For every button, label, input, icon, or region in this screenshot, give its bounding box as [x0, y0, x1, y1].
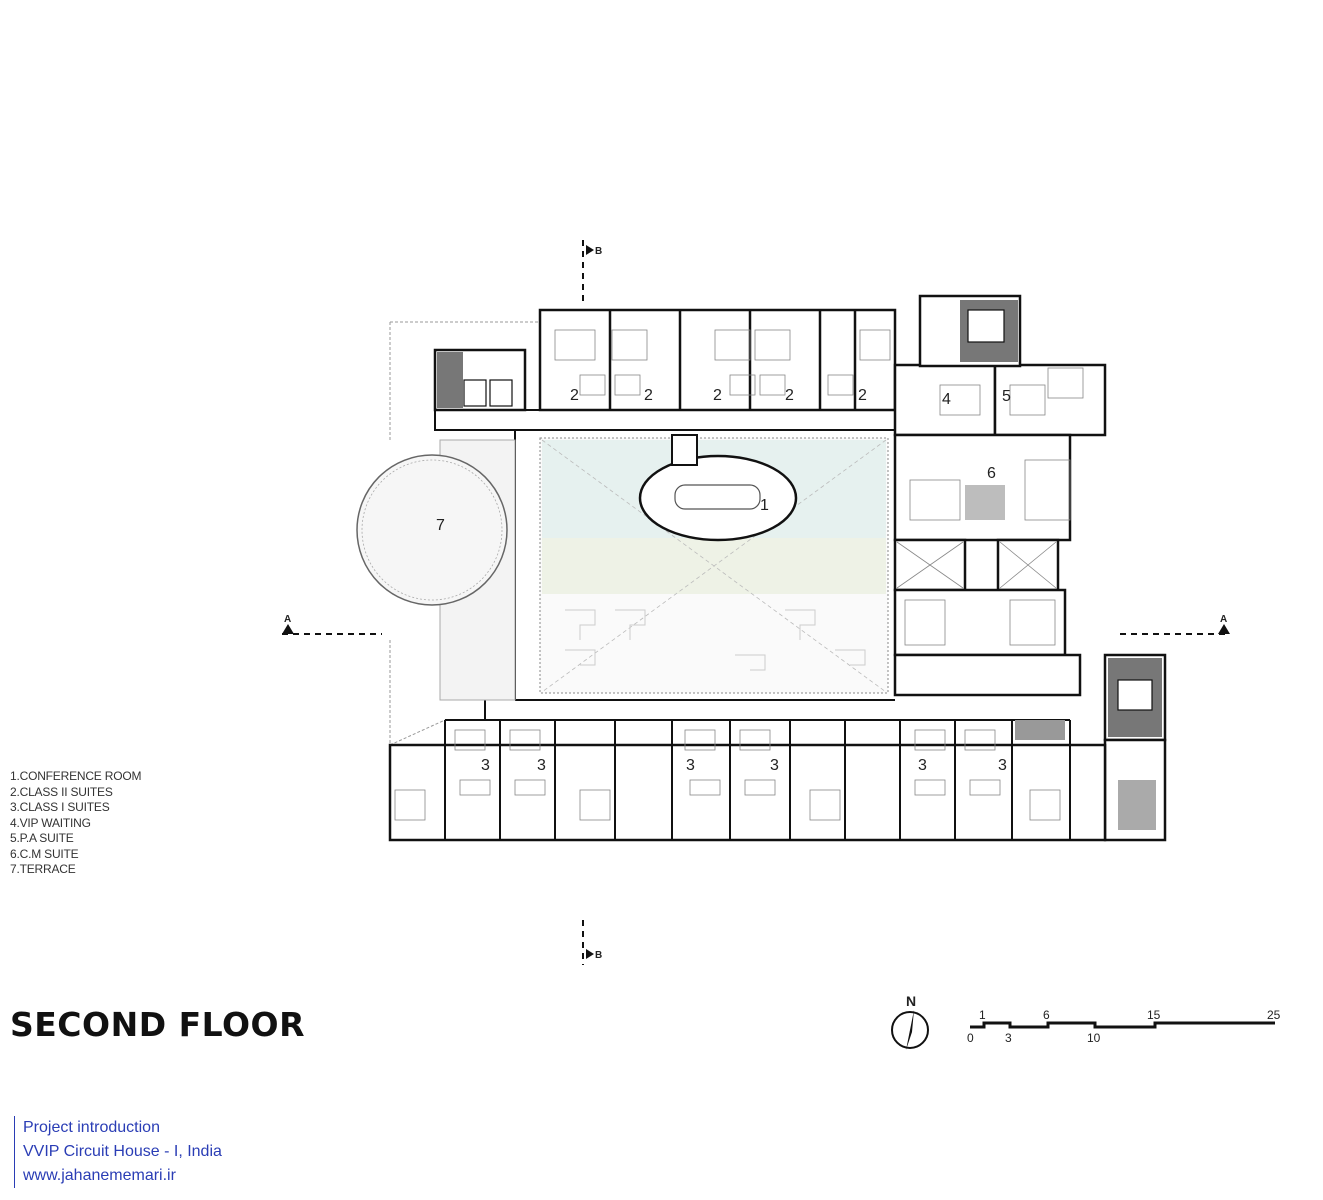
- east-furniture: [896, 367, 1084, 646]
- section-b-label-top: B: [595, 246, 602, 257]
- label-room-2: 2: [858, 387, 867, 404]
- scale-tick-3: 3: [1005, 1031, 1012, 1045]
- north-suite-furniture: [554, 329, 891, 396]
- label-room-1: 1: [760, 497, 769, 514]
- section-labels: A A B B: [284, 246, 1227, 961]
- southeast-stair: [1103, 653, 1167, 842]
- label-room-4: 4: [942, 391, 951, 408]
- label-room-7: 7: [436, 517, 445, 534]
- room-legend: 1.CONFERENCE ROOM 2.CLASS II SUITES 3.CL…: [10, 769, 141, 878]
- legend-item-conference-room: 1.CONFERENCE ROOM: [10, 769, 142, 783]
- scale-tick-15: 15: [1147, 1008, 1161, 1022]
- north-arrow: N: [891, 993, 929, 1050]
- credit-line-website: www.jahanememari.ir: [23, 1167, 176, 1184]
- label-room-6: 6: [987, 465, 996, 482]
- credit-line-introduction: Project introduction: [23, 1119, 160, 1136]
- terrace-7: [356, 439, 516, 701]
- legend-item-pa-suite: 5.P.A SUITE: [10, 831, 74, 845]
- east-block: [893, 363, 1107, 697]
- label-room-2: 2: [644, 387, 653, 404]
- legend-item-class-ii-suites: 2.CLASS II SUITES: [10, 784, 113, 799]
- scale-tick-1: 1: [979, 1008, 986, 1022]
- section-a-label-right: A: [1220, 614, 1227, 625]
- scale-tick-25: 25: [1267, 1008, 1281, 1022]
- label-room-2: 2: [570, 387, 579, 404]
- section-line-a: [282, 624, 1230, 635]
- scale-tick-10: 10: [1087, 1031, 1101, 1045]
- north-arrow-label: N: [906, 993, 916, 1009]
- east-stair: [918, 294, 1022, 368]
- room-number-labels: 1 2 2 2 2 2 3 3 3 3 3 3 4 5 6 7: [436, 387, 1011, 774]
- label-room-3: 3: [481, 757, 490, 774]
- south-suite-walls: [444, 719, 1071, 840]
- label-room-3: 3: [998, 757, 1007, 774]
- south-suite-block: [388, 743, 1107, 842]
- label-room-2: 2: [713, 387, 722, 404]
- drawing-title: SECOND FLOOR: [10, 1005, 305, 1044]
- legend-item-vip-waiting: 4.VIP WAITING: [10, 815, 91, 830]
- scale-tick-0: 0: [967, 1031, 974, 1045]
- legend-item-cm-suite: 6.C.M SUITE: [10, 846, 79, 861]
- label-room-2: 2: [785, 387, 794, 404]
- label-room-3: 3: [537, 757, 546, 774]
- conference-room-1: [638, 434, 798, 542]
- section-b-label-bottom: B: [595, 950, 602, 961]
- south-terrace-hatch: [1015, 720, 1065, 740]
- credit-block: Project introduction VVIP Circuit House …: [14, 1116, 222, 1188]
- label-room-5: 5: [1002, 388, 1011, 405]
- label-room-3: 3: [686, 757, 695, 774]
- legend-item-class-i-suites: 3.CLASS I SUITES: [10, 800, 110, 814]
- label-room-3: 3: [918, 757, 927, 774]
- credit-line-project: VVIP Circuit House - I, India: [23, 1143, 222, 1160]
- scale-bar: 1 6 15 25 0 3 10: [967, 1008, 1281, 1045]
- scale-tick-6: 6: [1043, 1008, 1050, 1022]
- legend-item-terrace: 7.TERRACE: [10, 862, 76, 876]
- west-stair: [433, 348, 527, 412]
- cm-suite-stone: [965, 485, 1005, 520]
- section-a-label-left: A: [284, 614, 291, 625]
- south-suite-furniture: [394, 729, 1061, 821]
- label-room-3: 3: [770, 757, 779, 774]
- section-line-b: [582, 240, 594, 965]
